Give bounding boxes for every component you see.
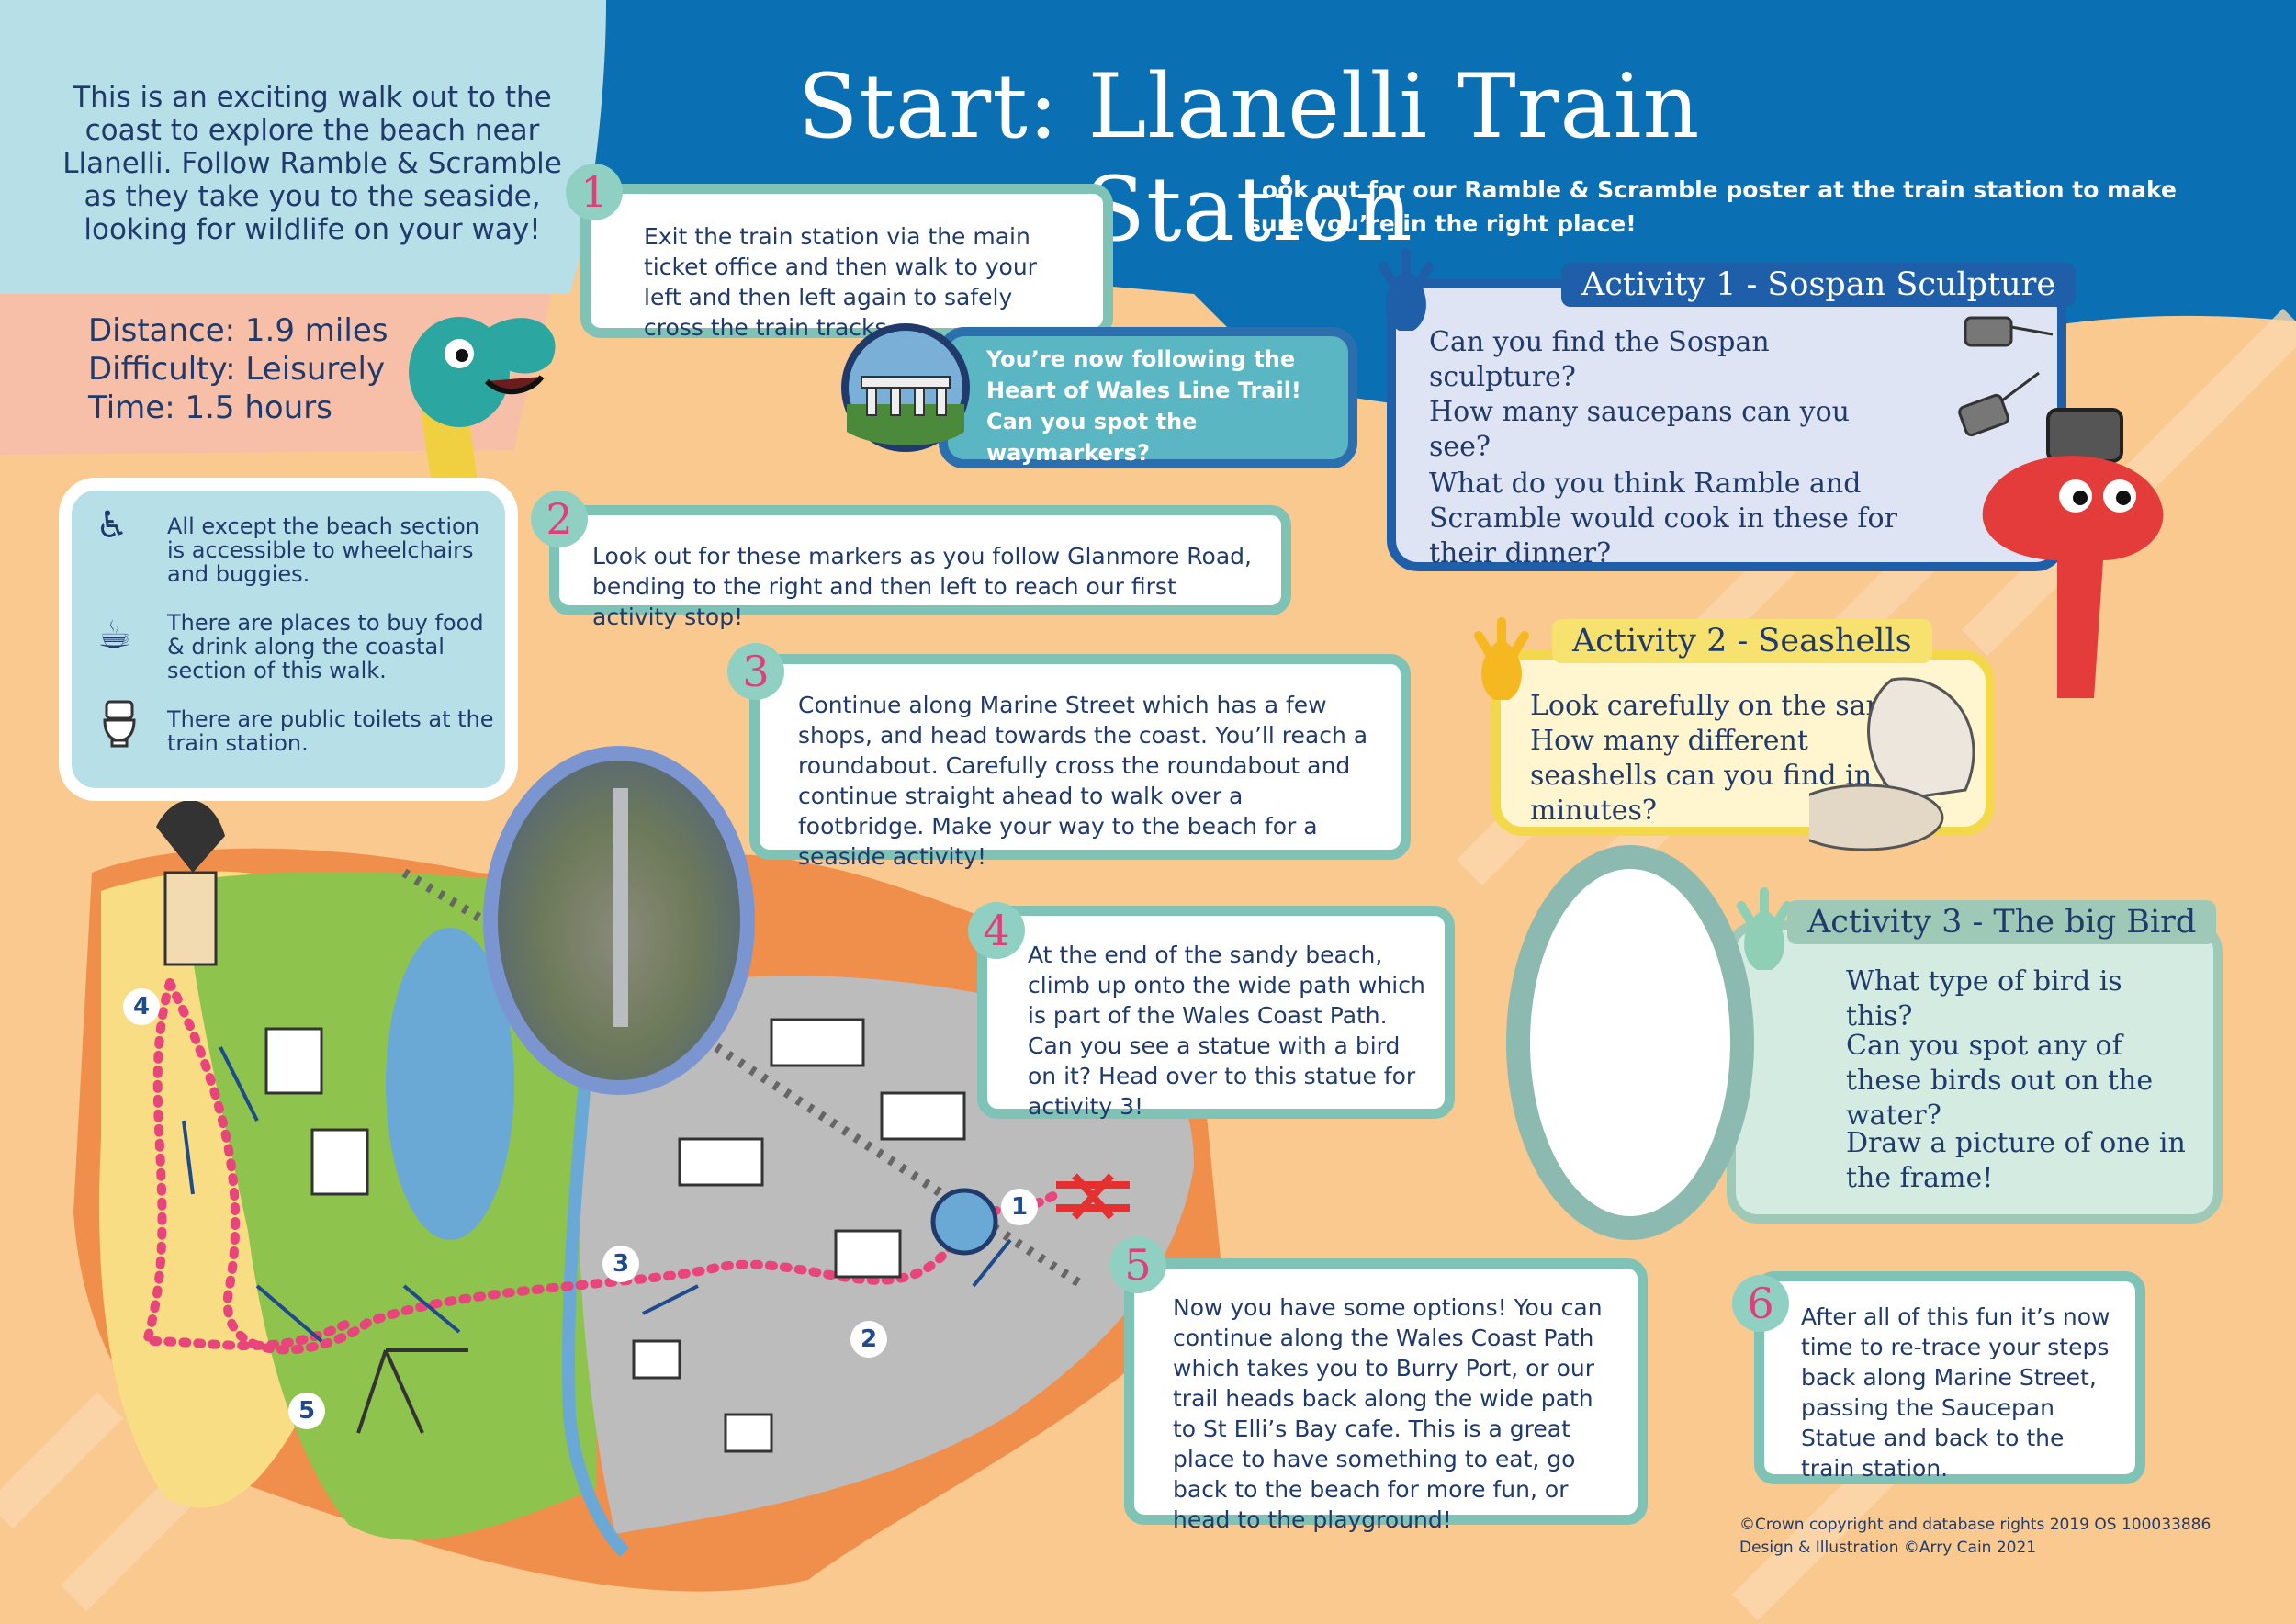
heart-of-wales-text: You’re now following the Heart of Wales … [986,346,1301,466]
map-marker-4: 4 [123,988,160,1025]
seashell-icon [1809,677,1975,851]
accessibility-text-wheelchair: All except the beach section is accessib… [167,513,479,587]
difficulty-stat: Difficulty: Leisurely [88,351,386,388]
accessibility-text-food: There are places to buy food & drink alo… [167,610,484,683]
step-1-text: Exit the train station via the main tick… [644,223,1037,341]
activity-3-title: Activity 3 - The big Bird [1787,900,2217,944]
activity-3-question-3: Draw a picture of one in the frame! [1846,1127,2186,1194]
drawing-frame [1506,845,1754,1240]
step-6-box: After all of this fun it’s now time to r… [1754,1271,2145,1484]
step-3-number: 3 [727,643,784,700]
copyright: ©Crown copyright and database rights 201… [1739,1514,2211,1560]
activity-3-question-1: What type of bird is this? [1846,965,2122,1032]
step-5-text: Now you have some options! You can conti… [1173,1294,1603,1533]
distance-stat: Distance: 1.9 miles [88,312,388,349]
toilet-icon [101,700,138,748]
step-3-box: Continue along Marine Street which has a… [749,654,1411,870]
intro-text: This is an exciting walk out to the coas… [62,81,562,246]
copyright-line-1: ©Crown copyright and database rights 201… [1739,1516,2212,1534]
accessibility-text-toilets: There are public toilets at the train st… [167,706,494,756]
step-6-text: After all of this fun it’s now time to r… [1801,1303,2110,1482]
poster-notice: Look out for our Ramble & Scramble poste… [1247,176,2177,237]
scramble-dragon-icon [1982,408,2164,698]
step-2-text: Look out for these markers as you follow… [592,543,1252,630]
yellow-footprint-icon [1474,617,1529,700]
activity-1-question-2: How many saucepans can you see? [1429,396,1850,463]
viaduct-icon [841,323,970,452]
activity-3-question-2: Can you spot any of these birds out on t… [1846,1030,2154,1132]
copyright-line-2: Design & Illustration ©Arry Cain 2021 [1739,1539,2037,1557]
step-4-box: At the end of the sandy beach, climb up … [977,906,1455,1120]
coffee-cup-icon: ☕ [97,612,132,657]
page-title: Start: Llanelli Train Station [797,55,1701,261]
step-4-text: At the end of the sandy beach, climb up … [1028,942,1425,1120]
step-5-box: Now you have some options! You can conti… [1124,1258,1648,1533]
ramble-dragon-icon [409,317,556,482]
green-footprint-icon [1737,887,1792,970]
step-1-box: Exit the train station via the main tick… [580,184,1113,341]
step-2-number: 2 [531,491,588,547]
step-5-number: 5 [1109,1236,1166,1293]
activity-2-title: Activity 2 - Seashells [1552,619,1932,663]
activity-2-question-1: Look carefully on the sand. How many dif… [1530,690,1910,827]
step-6-number: 6 [1732,1275,1789,1332]
activity-1-title: Activity 1 - Sospan Sculpture [1561,263,2077,307]
accessibility-panel [59,478,518,801]
time-stat: Time: 1.5 hours [88,389,332,426]
activity-1-question-1: Can you find the Sospan sculpture? [1429,326,1770,393]
map-marker-5: 5 [288,1393,325,1429]
map-marker-1: 1 [1001,1189,1038,1225]
footprint-icon [1379,248,1434,331]
saucepan-icon [1958,316,2054,437]
sospan-sculpture-photo [483,746,755,1095]
step-2-box: Look out for these markers as you follow… [549,505,1291,630]
step-4-number: 4 [968,902,1025,959]
map-marker-3: 3 [602,1246,639,1282]
activity-1-question-3: What do you think Ramble and Scramble wo… [1429,468,1897,570]
step-1-number: 1 [566,164,623,220]
step-3-text: Continue along Marine Street which has a… [798,692,1368,870]
wheelchair-buggy-icon: ♿ [96,504,129,547]
map-marker-2: 2 [850,1321,887,1358]
